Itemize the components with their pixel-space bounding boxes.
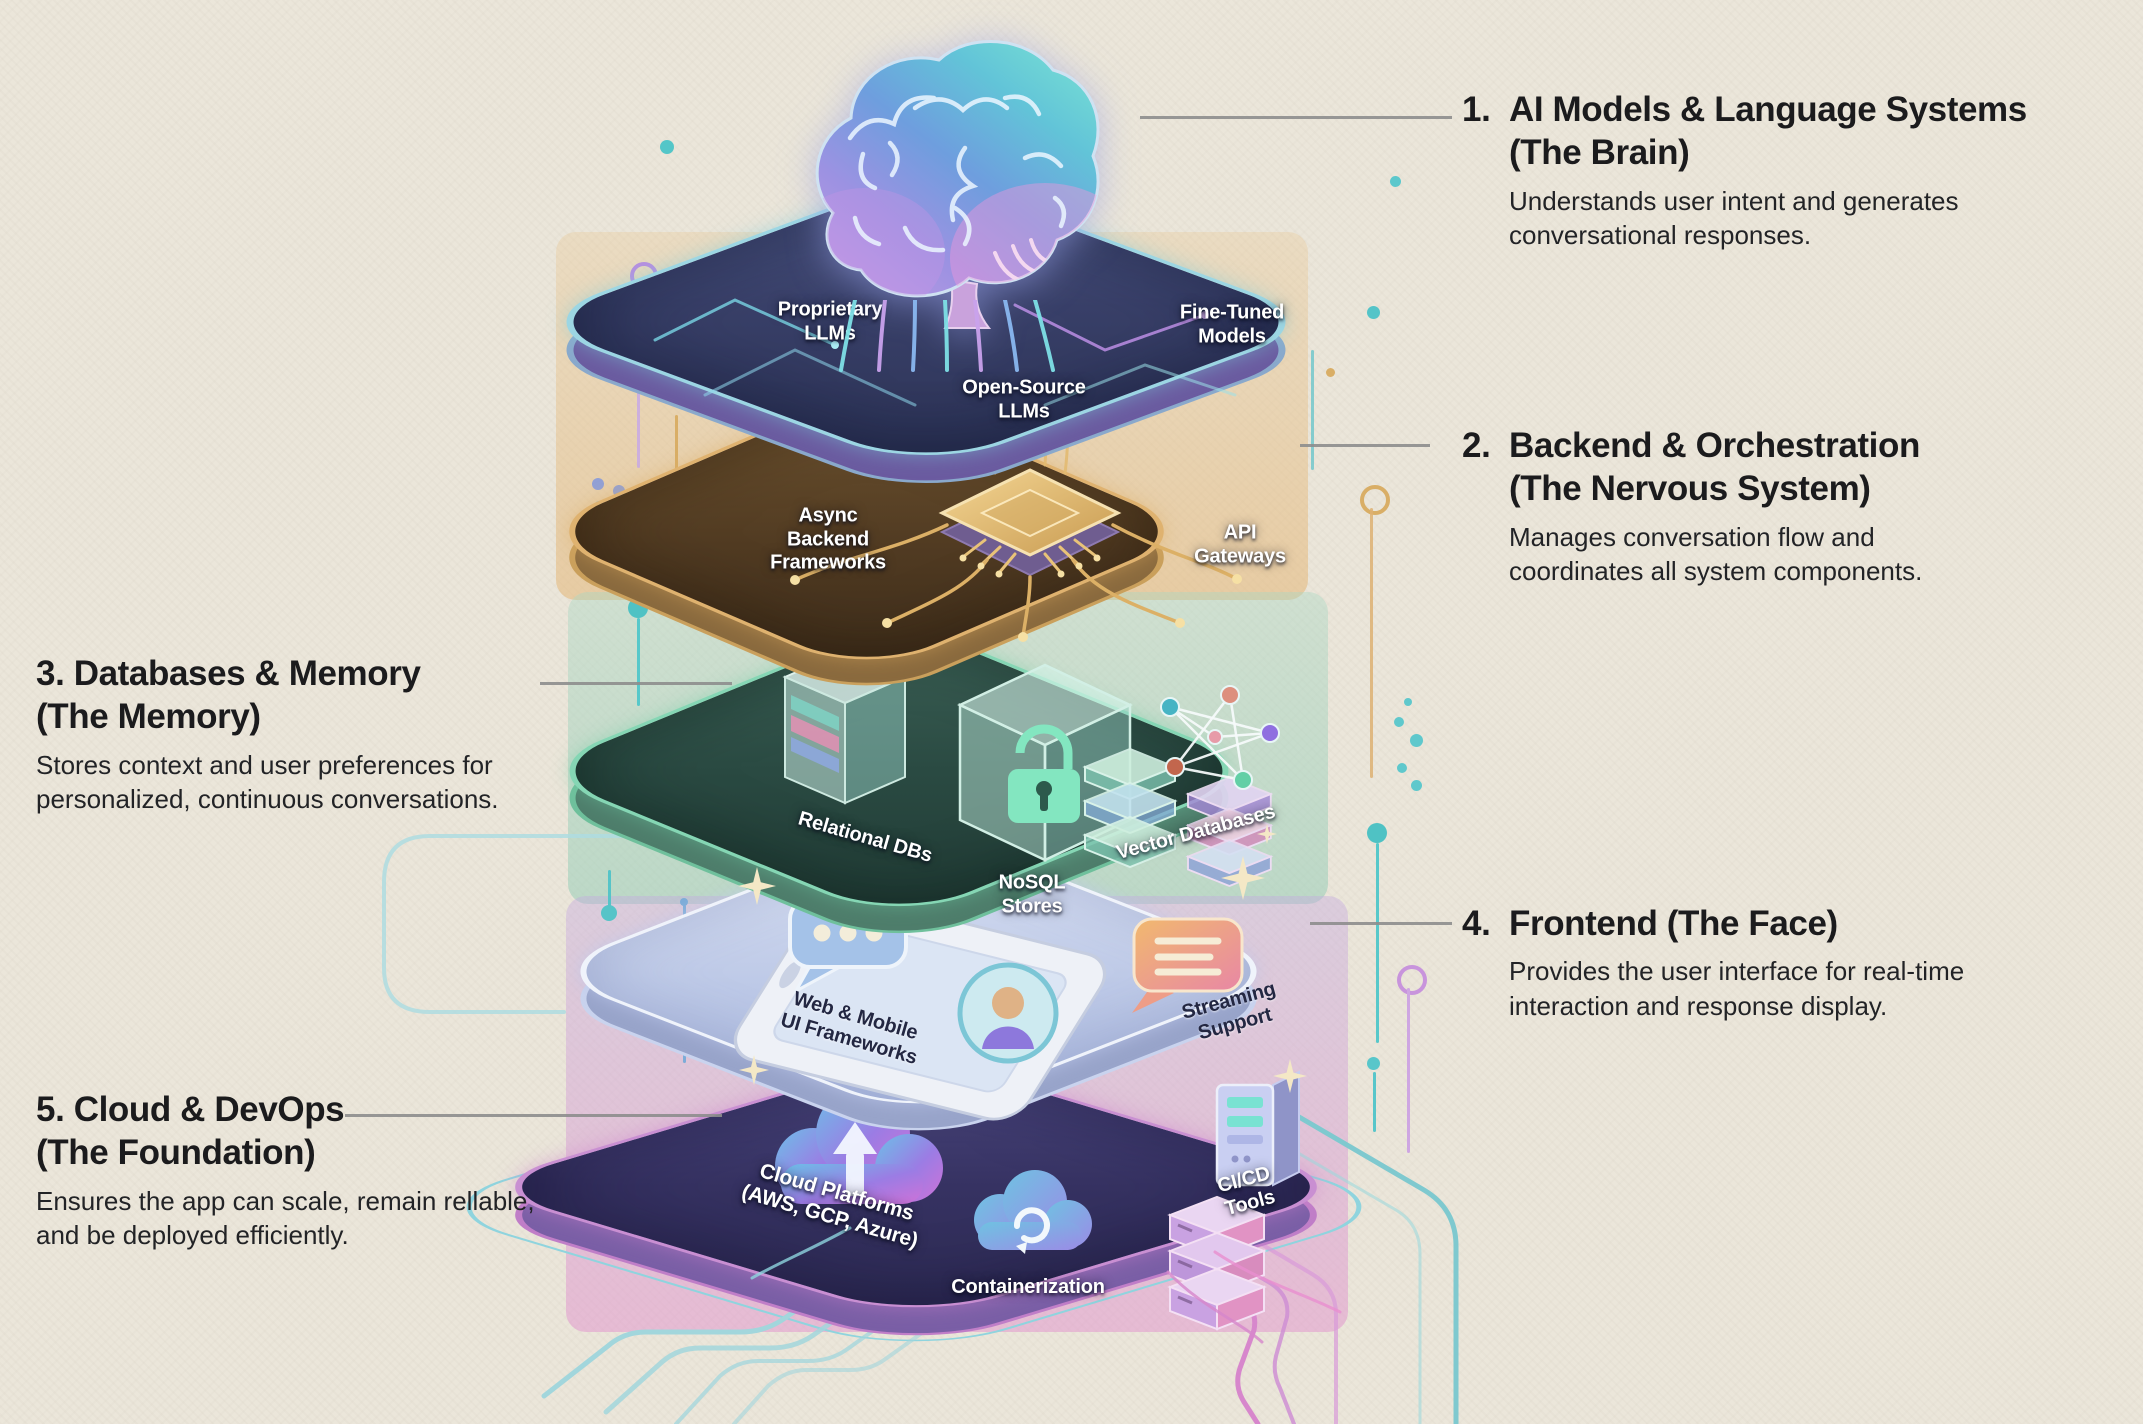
brain-icon xyxy=(815,40,1100,329)
callout-number: 2. xyxy=(1462,426,1491,465)
callout-title: 3. Databases & Memory (The Memory) xyxy=(36,654,421,737)
callout-title: Backend & Orchestration (The Nervous Sys… xyxy=(1509,426,1920,509)
callout-description: Provides the user interface for real-tim… xyxy=(1509,956,1965,1021)
pin-teal-right-stem xyxy=(1376,843,1379,1043)
callout-cloud-devops: 5. Cloud & DevOps (The Foundation) Ensur… xyxy=(36,1088,535,1253)
callout-description: Understands user intent and generates co… xyxy=(1509,185,1959,251)
label-proprietary-llms: Proprietary LLMs xyxy=(777,298,883,344)
teal-line-right xyxy=(1311,350,1314,470)
callout-line-4 xyxy=(1310,922,1452,925)
dot-teal-col xyxy=(1394,717,1404,727)
cpu-chip-icon xyxy=(938,468,1122,577)
dot-teal-col xyxy=(1410,734,1423,747)
dot-teal-top-right xyxy=(1390,176,1401,187)
callout-line-2 xyxy=(1300,444,1430,447)
callout-description: Ensures the app can scale, remain rellab… xyxy=(36,1185,535,1251)
dot-cluster-left xyxy=(592,478,604,490)
callout-line-1 xyxy=(1140,116,1452,119)
callout-frontend: 4. Frontend (The Face) Provides the user… xyxy=(1462,902,1964,1024)
label-nosql-stores: NoSQL Stores xyxy=(998,871,1066,917)
nosql-cubes-icon xyxy=(1082,747,1178,869)
callout-backend: 2. Backend & Orchestration (The Nervous … xyxy=(1462,424,1922,589)
nosql-cubes-icon-2 xyxy=(1185,776,1274,888)
pin-teal-mid-left-stem xyxy=(608,870,611,913)
dot-teal-col xyxy=(1411,780,1422,791)
label-containerization: Containerization xyxy=(951,1276,1105,1299)
callout-number: 4. xyxy=(1462,904,1491,943)
callout-title: 5. Cloud & DevOps (The Foundation) xyxy=(36,1090,345,1173)
label-open-source-llms: Open-Source LLMs xyxy=(962,376,1086,422)
pin-purple-right xyxy=(1397,965,1427,995)
ai-layer-traces xyxy=(653,298,1237,407)
pin-gold-right xyxy=(1360,485,1390,515)
containerization-cloud-icon xyxy=(974,1170,1092,1254)
pin-teal-mid-left-head xyxy=(601,905,617,921)
callout-line-3 xyxy=(540,682,732,685)
pin-purple-right-stem xyxy=(1407,988,1410,1153)
frontend-icons xyxy=(733,893,1244,1121)
callout-line-5 xyxy=(345,1114,722,1117)
pin-gold-right-stem xyxy=(1370,508,1373,778)
brain-roots xyxy=(839,300,1055,372)
streaming-bubble-icon xyxy=(1132,917,1244,1013)
backend-icons xyxy=(790,385,1242,642)
callout-title: Frontend (The Face) xyxy=(1509,904,1838,943)
dot-teal-col xyxy=(1397,763,1407,773)
dot-blue-line-head xyxy=(680,898,688,906)
dot-gold-right xyxy=(1326,368,1335,377)
vector-graph-icon xyxy=(1160,685,1280,790)
label-async-backend: Async Backend Frameworks xyxy=(770,504,886,574)
label-fine-tuned-models: Fine-Tuned Models xyxy=(1179,301,1285,347)
dot-teal-lower-right-stem xyxy=(1373,1072,1376,1132)
avatar-icon xyxy=(957,962,1059,1064)
cicd-server-icon xyxy=(1215,1070,1300,1187)
dot-teal-right xyxy=(1367,306,1380,319)
callout-ai-models: 1. AI Models & Language Systems (The Bra… xyxy=(1462,88,2027,253)
dot-teal-lower-right xyxy=(1367,1057,1380,1070)
callout-description: Manages conversation flow and coordinate… xyxy=(1509,521,1923,587)
callout-description: Stores context and user preferences for … xyxy=(36,749,499,815)
dot-teal-top-left xyxy=(660,140,674,154)
callout-databases: 3. Databases & Memory (The Memory) Store… xyxy=(36,652,499,817)
cloud-devops-icons xyxy=(750,1070,1342,1344)
dot-teal-col xyxy=(1404,698,1412,706)
pin-teal-right-head xyxy=(1367,823,1387,843)
callout-title: AI Models & Language Systems (The Brain) xyxy=(1509,90,2027,173)
pin-teal-left-stem xyxy=(637,618,640,706)
label-api-gateways: API Gateways xyxy=(1194,521,1286,567)
callout-number: 1. xyxy=(1462,90,1491,129)
